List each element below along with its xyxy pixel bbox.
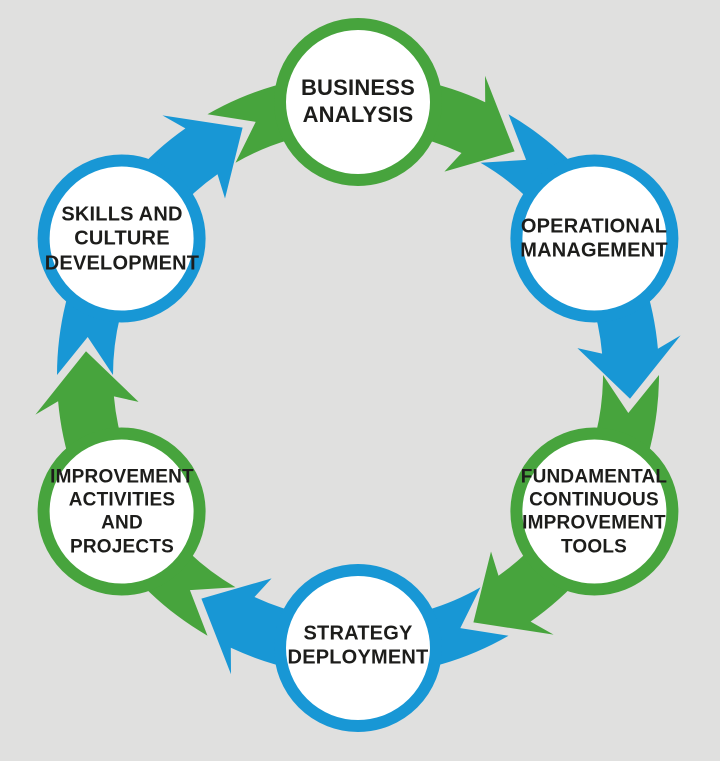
node-circle-business-analysis xyxy=(274,18,442,186)
node-circle-improvement-activities-and-projects xyxy=(37,427,206,596)
node-circle-fundamental-continuous-improvement-tools xyxy=(510,427,679,596)
node-circles xyxy=(37,18,679,732)
node-circle-operational-management xyxy=(510,154,679,323)
node-circle-skills-and-culture-development xyxy=(37,154,206,323)
node-circle-strategy-deployment xyxy=(274,564,442,732)
